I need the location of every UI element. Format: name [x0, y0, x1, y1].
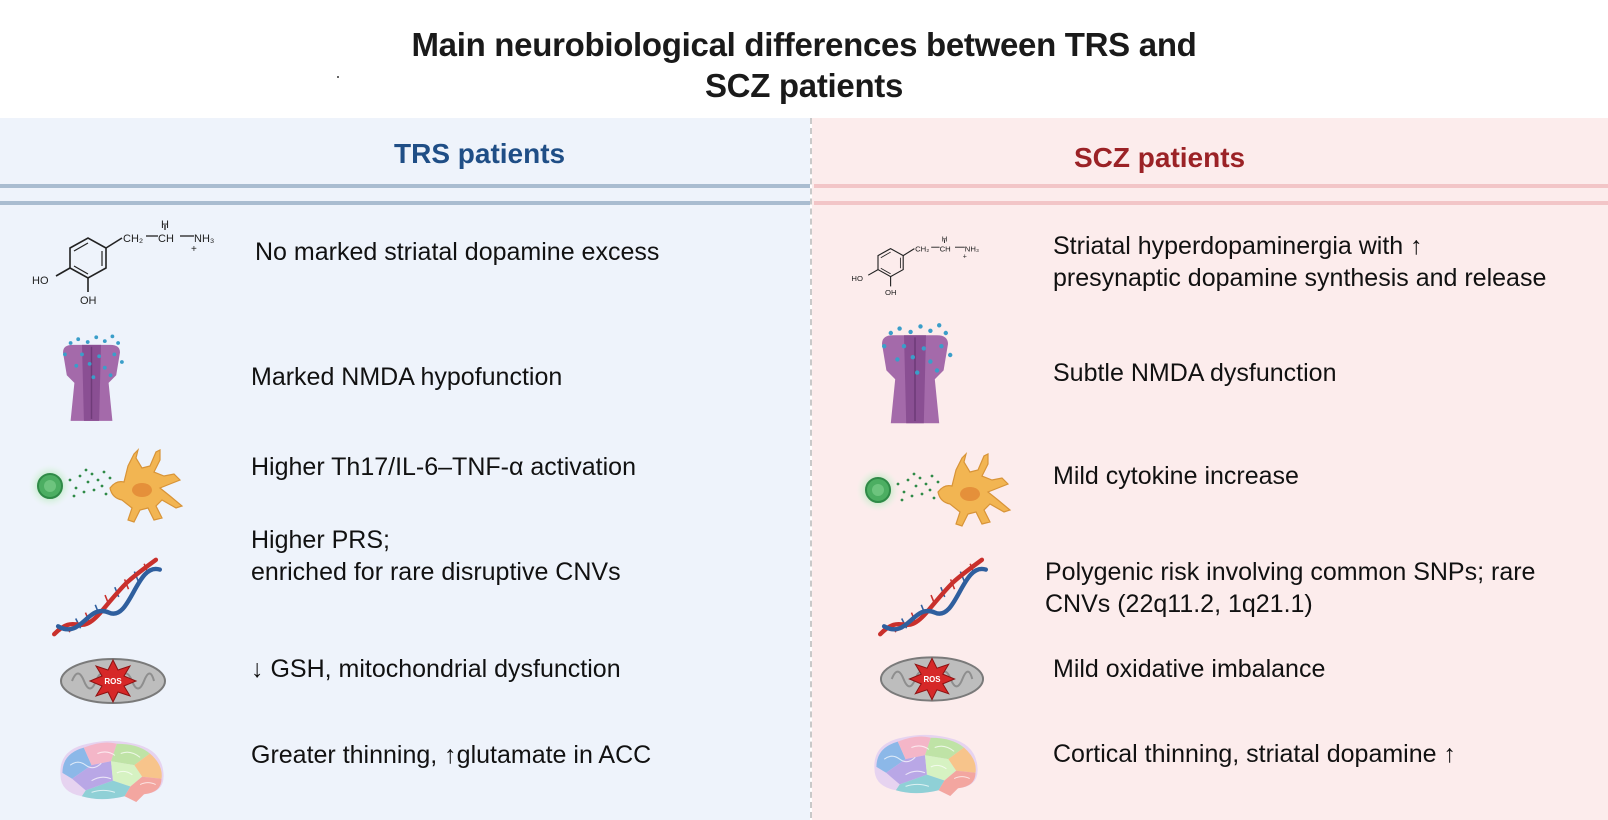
scz-row-dopamine-line-2: presynaptic dopamine synthesis and relea… — [1053, 264, 1547, 292]
scz-row-immune-text: Mild cytokine increase — [1053, 460, 1299, 492]
trs-row-nmda-line-1: Marked NMDA hypofunction — [251, 363, 563, 391]
scz-row-dopamine-line-1: Striatal hyperdopaminergia with ↑ — [1053, 232, 1423, 260]
chem-nh3-label: NH₃ — [965, 244, 979, 253]
chem-ch2-label: CH₂ — [123, 233, 143, 245]
stray-dot — [337, 76, 339, 78]
scz-row-oxidative-text: Mild oxidative imbalance — [1053, 653, 1325, 685]
scz-row-genetics-line-2: CNVs (22q11.2, 1q21.1) — [1045, 590, 1313, 618]
nmda-receptor-icon — [860, 322, 970, 432]
scz-row-immune-line-1: Mild cytokine increase — [1053, 462, 1299, 490]
scz-row-brain-text: Cortical thinning, striatal dopamine ↑ — [1053, 738, 1456, 770]
mitochondria-ros-icon: ROS — [878, 654, 986, 704]
scz-heading-rule-top — [814, 184, 1608, 188]
scz-row-nmda-text: Subtle NMDA dysfunction — [1053, 357, 1336, 389]
brain-icon — [52, 736, 170, 804]
immune-cell-microglia-icon — [852, 450, 1032, 530]
title-line-2: SCZ patients — [704, 67, 904, 104]
chem-ch-label: CH — [940, 244, 951, 253]
dopamine-molecule-icon: CH₂ CH H NH₃ + HO OH — [30, 219, 230, 320]
title-line-1: Main neurobiological differences between… — [411, 26, 1197, 63]
trs-heading-rule-top — [0, 184, 810, 188]
trs-row-genetics-line-1: Higher PRS; — [251, 526, 390, 554]
scz-row-dopamine-text: Striatal hyperdopaminergia with ↑ presyn… — [1053, 230, 1546, 294]
ros-label: ROS — [104, 677, 122, 686]
scz-row-genetics-text: Polygenic risk involving common SNPs; ra… — [1045, 556, 1535, 620]
chem-ho-label: HO — [32, 275, 49, 287]
ros-label: ROS — [924, 675, 941, 684]
trs-heading-rule-bottom — [0, 201, 810, 205]
diagram-title: Main neurobiological differences between… — [0, 24, 1608, 106]
mitochondria-ros-icon: ROS — [58, 656, 168, 706]
scz-panel-background — [812, 118, 1608, 820]
trs-panel-heading: TRS patients — [394, 138, 566, 169]
immune-cell-microglia-icon — [24, 446, 204, 526]
trs-row-genetics-text: Higher PRS; enriched for rare disruptive… — [251, 524, 621, 588]
chem-nh3-label: NH₃ — [194, 233, 214, 245]
trs-row-immune-line-1: Higher Th17/IL-6–TNF-α activation — [251, 453, 636, 481]
dna-helix-icon — [48, 552, 166, 640]
trs-row-genetics-line-2: enriched for rare disruptive CNVs — [251, 558, 621, 586]
chem-ho-label: HO — [851, 274, 863, 283]
trs-row-oxidative-text: ↓ GSH, mitochondrial dysfunction — [251, 653, 621, 685]
chem-oh-label: OH — [80, 295, 97, 307]
brain-icon — [866, 730, 984, 798]
nmda-receptor-icon — [44, 330, 139, 432]
scz-row-brain-line-1: Cortical thinning, striatal dopamine ↑ — [1053, 740, 1456, 768]
trs-row-nmda-text: Marked NMDA hypofunction — [251, 361, 562, 393]
panel-divider — [810, 118, 812, 818]
chem-plus-label: + — [191, 244, 197, 255]
scz-row-genetics-line-1: Polygenic risk involving common SNPs; ra… — [1045, 558, 1536, 586]
dna-helix-icon — [874, 552, 992, 640]
chem-h-label: H — [161, 220, 169, 231]
scz-panel-heading: SCZ patients — [1074, 142, 1246, 173]
scz-row-nmda-line-1: Subtle NMDA dysfunction — [1053, 359, 1337, 387]
chem-ch-label: CH — [158, 233, 174, 245]
chem-h-label: H — [942, 236, 948, 244]
trs-row-oxidative-line-1: ↓ GSH, mitochondrial dysfunction — [251, 655, 621, 683]
trs-row-dopamine-line-1: No marked striatal dopamine excess — [255, 238, 660, 266]
chem-oh-label: OH — [885, 288, 897, 297]
trs-row-dopamine-text: No marked striatal dopamine excess — [255, 236, 659, 268]
chem-ch2-label: CH₂ — [915, 244, 929, 253]
scz-row-oxidative-line-1: Mild oxidative imbalance — [1053, 655, 1326, 683]
chem-plus-label: + — [963, 253, 967, 260]
trs-row-brain-text: Greater thinning, ↑glutamate in ACC — [251, 739, 651, 771]
trs-row-brain-line-1: Greater thinning, ↑glutamate in ACC — [251, 741, 652, 769]
dopamine-molecule-icon: CH₂ CH H NH₃ + HO OH — [822, 235, 1018, 306]
trs-row-immune-text: Higher Th17/IL-6–TNF-α activation — [251, 451, 636, 483]
scz-heading-rule-bottom — [814, 201, 1608, 205]
